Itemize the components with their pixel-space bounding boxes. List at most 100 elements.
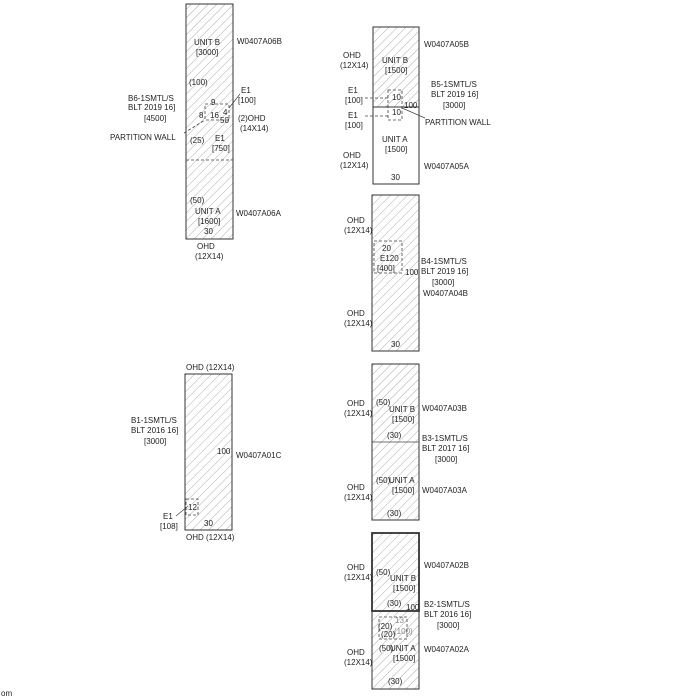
b2-dim-50a: (50) — [376, 568, 391, 577]
b6-e1b-label: E1 — [215, 134, 225, 143]
b3-dim-50a: (50) — [376, 398, 391, 407]
b5-unit-a-area: [1500] — [385, 145, 407, 154]
b3-unit-a-id: W0407A03A — [422, 486, 468, 495]
b1-built: BLT 2016 16] — [131, 426, 178, 435]
b6-n30: 30 — [204, 227, 213, 236]
building-b6[interactable]: UNIT B [3000] W0407A06B B6-1SMTL/S BLT 2… — [110, 3, 282, 261]
b2-ohd-bot: OHD — [347, 648, 365, 657]
b6-built: BLT 2019 16] — [128, 103, 175, 112]
b5-ohd-top: OHD — [343, 51, 361, 60]
b6-unit-a-label: UNIT A — [195, 207, 221, 216]
b1-ohd-bot: OHD (12X14) — [186, 533, 235, 542]
b2-built: BLT 2016 16] — [424, 610, 471, 619]
b2-unit-b-id: W0407A02B — [424, 561, 469, 570]
building-b3[interactable]: OHD (12X14) (50) UNIT B [1500] W0407A03B… — [344, 363, 469, 521]
b4-built: BLT 2019 16] — [421, 267, 468, 276]
b2-n100: 100 — [406, 603, 420, 612]
b2-unit-a-area: [1500] — [393, 654, 415, 663]
b5-ohd-bot-size: (12X14) — [340, 161, 369, 170]
b3-unit-b-id: W0407A03B — [422, 404, 467, 413]
b5-unit-a-id: W0407A05A — [424, 162, 470, 171]
b1-e1-label: E1 — [163, 512, 173, 521]
building-b1-outline — [184, 373, 233, 531]
b5-unit-b-area: [1500] — [385, 66, 407, 75]
building-b4[interactable]: OHD (12X14) 20 E120 [400] 100 B4-1SMTL/S… — [344, 194, 468, 352]
b5-unit-a-label: UNIT A — [382, 135, 408, 144]
b3-dim-30b: (30) — [387, 509, 402, 518]
b1-n12: 12 — [188, 503, 197, 512]
b6-e1-value: [100] — [238, 96, 256, 105]
b4-ohd-top-size: (12X14) — [344, 226, 373, 235]
b5-e1b-label: E1 — [348, 111, 358, 120]
b6-unit-b-label: UNIT B — [194, 38, 220, 47]
b2-unit-a-id: W0407A02A — [424, 645, 470, 654]
building-b5-outline — [372, 26, 420, 108]
b4-total-area: [3000] — [432, 278, 454, 287]
b2-dim-20b: (20) — [381, 630, 396, 639]
b5-n100: 100 — [404, 101, 418, 110]
b1-unit-id: W0407A01C — [236, 451, 282, 460]
b3-unit-b-label: UNIT B — [389, 405, 415, 414]
b1-total-area: [3000] — [144, 437, 166, 446]
b6-n9: 9 — [211, 98, 216, 107]
b5-n30: 30 — [391, 173, 400, 182]
b6-n4: 4 — [223, 108, 228, 117]
b2-unit-a-label: UNIT A — [390, 644, 416, 653]
b3-ohd-top-size: (12X14) — [344, 409, 373, 418]
corner-text: om — [1, 689, 12, 698]
b3-dim-30a: (30) — [387, 431, 402, 440]
b2-ohd-top: OHD — [347, 563, 365, 572]
b1-ohd-top: OHD (12X14) — [186, 363, 235, 372]
b2-dim-20a: (20) — [378, 622, 393, 631]
b3-unit-a-label: UNIT A — [389, 476, 415, 485]
b2-dim-100: (100) — [394, 627, 413, 636]
b6-ohd-size: (12X14) — [195, 252, 224, 261]
b6-name: B6-1SMTL/S — [128, 94, 174, 103]
b5-unit-b-id: W0407A05B — [424, 40, 469, 49]
b5-e1b-value: [100] — [345, 121, 363, 130]
b2-name: B2-1SMTL/S — [424, 600, 470, 609]
b5-ohd-bot: OHD — [343, 151, 361, 160]
building-b6-outline — [185, 3, 234, 240]
b5-e1a-value: [100] — [345, 96, 363, 105]
b4-unit-id: W0407A04B — [423, 289, 468, 298]
b2-n13: 13 — [395, 616, 404, 625]
b4-n100: 100 — [405, 268, 419, 277]
b5-unit-b-label: UNIT B — [382, 56, 408, 65]
b4-ohd-bot-size: (12X14) — [344, 319, 373, 328]
b1-n30: 30 — [204, 519, 213, 528]
b3-name: B3-1SMTL/S — [422, 434, 468, 443]
b2-unit-b-label: UNIT B — [390, 574, 416, 583]
building-b1[interactable]: OHD (12X14) B1-1SMTL/S BLT 2016 16] [300… — [131, 363, 282, 542]
b6-unit-b-id: W0407A06B — [237, 37, 282, 46]
b6-ohd-label: OHD — [197, 242, 215, 251]
b3-ohd-bot-size: (12X14) — [344, 493, 373, 502]
b5-total-area: [3000] — [443, 101, 465, 110]
building-b5[interactable]: W0407A05B OHD (12X14) UNIT B [1500] B5-1… — [340, 26, 491, 185]
b1-name: B1-1SMTL/S — [131, 416, 177, 425]
b5-ohd-top-size: (12X14) — [340, 61, 369, 70]
b2-dim-30a: (30) — [387, 599, 402, 608]
b6-n50: 50 — [220, 116, 229, 125]
building-b2[interactable]: W0407A02B OHD (12X14) (50) UNIT B [1500]… — [344, 532, 471, 690]
b3-dim-50b: (50) — [376, 476, 391, 485]
b6-e1b-value: [750] — [212, 144, 230, 153]
b2-ohd-bot-size: (12X14) — [344, 658, 373, 667]
b1-e1-value: [108] — [160, 522, 178, 531]
b6-dim-100: (100) — [189, 78, 208, 87]
b4-ohd-top: OHD — [347, 216, 365, 225]
b6-dim-50: (50) — [190, 196, 205, 205]
b3-unit-b-area: [1500] — [392, 415, 414, 424]
b6-ohd-2: (2)OHD — [238, 114, 266, 123]
b2-dim-50b: (50) — [379, 644, 394, 653]
b4-e120: E120 — [380, 254, 399, 263]
b5-e1a-label: E1 — [348, 86, 358, 95]
b1-n100: 100 — [217, 447, 231, 456]
b6-unit-b-area: [3000] — [196, 48, 218, 57]
b5-n10a: 10 — [392, 93, 401, 102]
b2-dim-30b: (30) — [388, 677, 403, 686]
b4-n30: 30 — [391, 340, 400, 349]
b3-ohd-top: OHD — [347, 399, 365, 408]
b5-built: BLT 2019 16] — [431, 90, 478, 99]
